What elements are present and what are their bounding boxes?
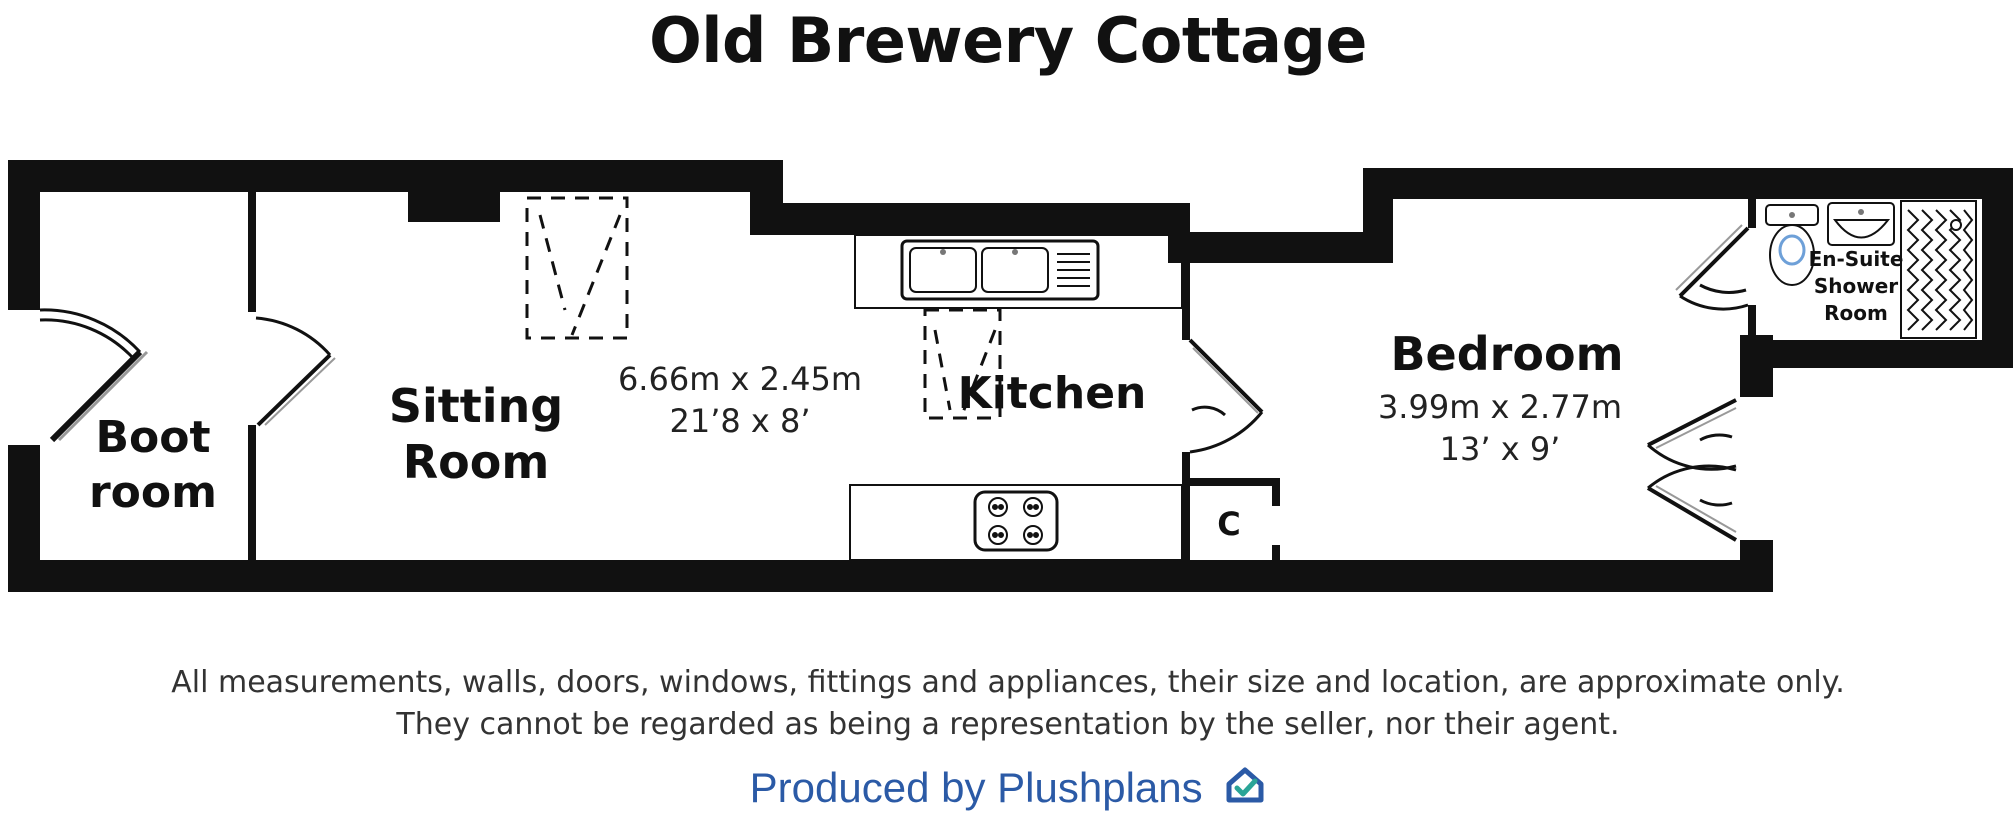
disclaimer: All measurements, walls, doors, windows,… — [0, 662, 2016, 746]
skylights — [525, 196, 1002, 420]
wardrobe-doors — [1646, 398, 1738, 542]
disclaimer-line2: They cannot be regarded as being a repre… — [396, 707, 1620, 742]
boot-room-label-line2: room — [89, 467, 217, 518]
bedroom-label: Bedroom — [1390, 327, 1623, 381]
doors — [39, 224, 1750, 542]
boot-room-label-line1: Boot — [95, 412, 210, 463]
sitting-room-dimension-metric: 6.66m x 2.45m — [618, 360, 862, 398]
bedroom-dimension-imperial: 13’ x 9’ — [1440, 430, 1561, 468]
sitting-room-label-line2: Room — [403, 435, 550, 489]
bedroom-dimension-metric: 3.99m x 2.77m — [1378, 388, 1622, 426]
sitting-room-door — [255, 316, 336, 427]
kitchen-label: Kitchen — [958, 368, 1147, 419]
interior-walls — [248, 192, 1756, 560]
hob-icon — [973, 490, 1059, 552]
producer-credit[interactable]: Produced by Plushplans — [0, 764, 2016, 816]
ensuite-label-line3: Room — [1824, 301, 1888, 325]
floor-plan: Boot room Sitting Room 6.66m x 2.45m 21’… — [8, 160, 2013, 592]
bedroom-door — [1188, 338, 1264, 454]
house-check-icon — [1224, 764, 1266, 816]
boot-room-external-door — [39, 308, 149, 443]
toilet-icon — [1765, 204, 1819, 286]
sitting-room-skylight — [525, 196, 629, 340]
kitchen-units — [849, 234, 1183, 561]
sink-icon — [900, 239, 1100, 301]
kitchen-skylight — [923, 308, 1002, 420]
ensuite-label-line2: Shower — [1814, 274, 1898, 298]
kitchen-bottom-worktop — [849, 484, 1183, 561]
ensuite-door — [1675, 224, 1750, 311]
basin-icon — [1827, 202, 1895, 246]
sitting-room-label-line1: Sitting — [389, 379, 563, 433]
sitting-room-dimension-imperial: 21’8 x 8’ — [669, 402, 810, 440]
cupboard-label: C — [1217, 505, 1240, 543]
ensuite-label-line1: En-Suite — [1809, 247, 1904, 271]
ensuite-fittings — [1765, 200, 1977, 339]
kitchen-top-worktop — [854, 234, 1183, 309]
exterior-walls — [8, 160, 2013, 592]
plan-title: Old Brewery Cottage — [649, 4, 1367, 77]
shower-tray-icon — [1900, 200, 1977, 339]
disclaimer-line1: All measurements, walls, doors, windows,… — [171, 665, 1845, 700]
credit-text: Produced by Plushplans — [749, 764, 1203, 811]
